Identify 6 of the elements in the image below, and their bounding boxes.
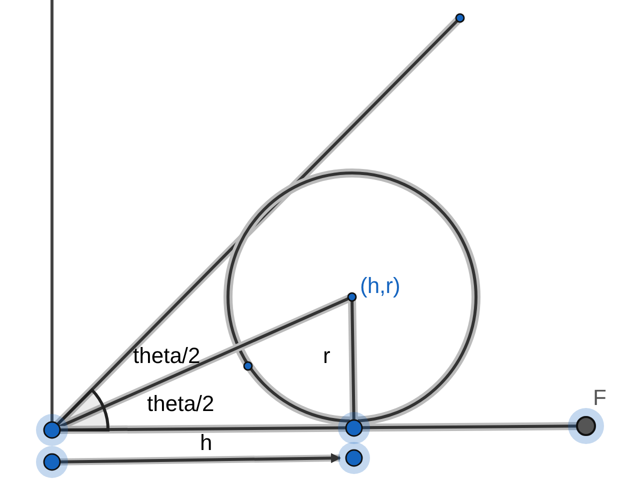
vector-label: h — [200, 431, 212, 455]
point-label: (h,r) — [360, 274, 400, 298]
segment-label: r — [323, 344, 330, 368]
point-label: F — [593, 386, 606, 410]
angle-label: theta/2 — [133, 344, 200, 368]
angle-label: theta/2 — [147, 392, 214, 416]
